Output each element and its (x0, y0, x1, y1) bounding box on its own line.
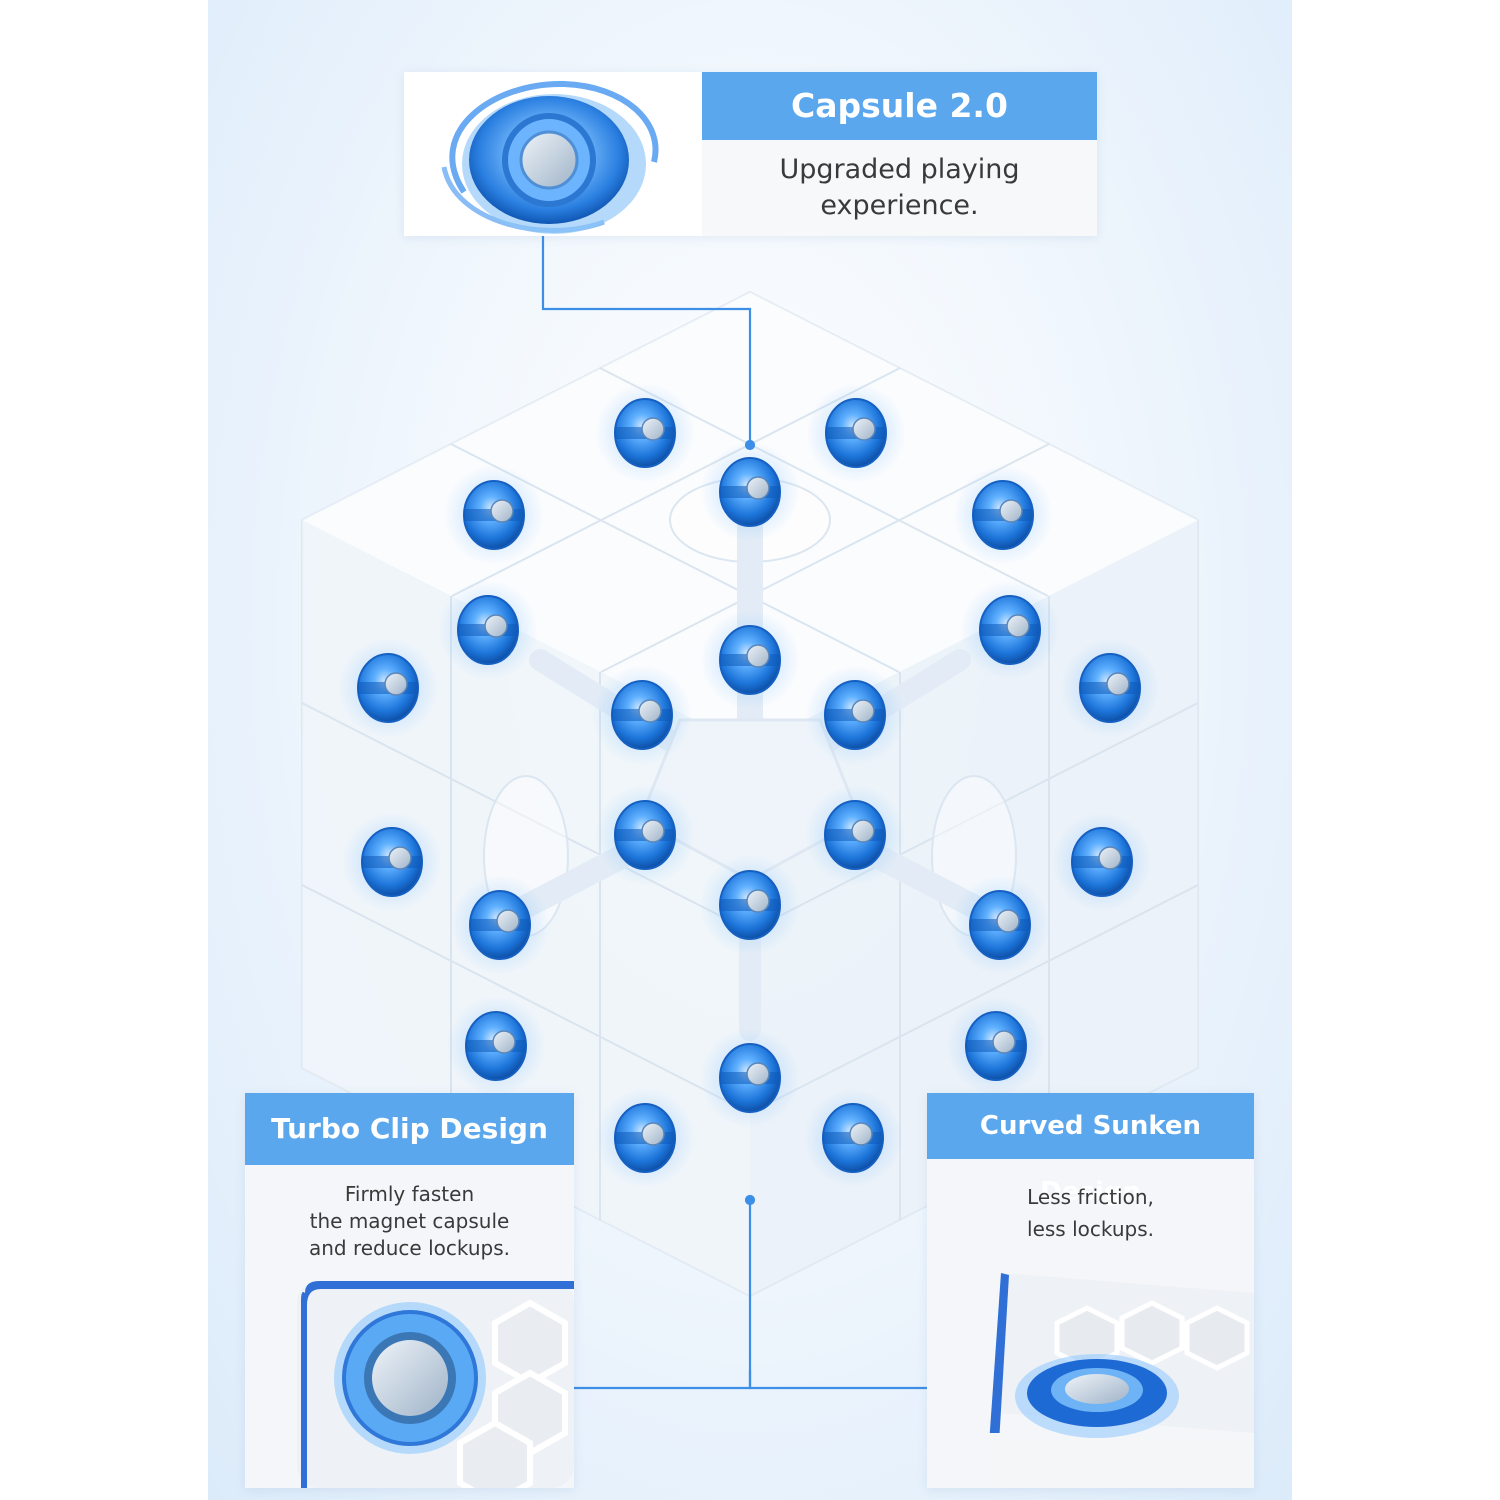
capsule-title: Capsule 2.0 (702, 72, 1097, 140)
magnet-capsule (342, 812, 442, 912)
magnet-capsule (803, 1088, 903, 1188)
curved-sunken-callout: Curved Sunken Design Less friction, less… (927, 1093, 1254, 1488)
magnet-capsule (806, 383, 906, 483)
callout-connectors (541, 232, 927, 1390)
curved-sunken-description: Less friction, less lockups. (1027, 1185, 1154, 1241)
magnet-capsule (595, 1088, 695, 1188)
capsule-icon (441, 80, 659, 234)
turbo-clip-title: Turbo Clip Design (245, 1093, 574, 1165)
magnet-capsule (805, 665, 905, 765)
magnet-capsule (960, 580, 1060, 680)
magnet-capsule (338, 638, 438, 738)
turbo-clip-description: Firmly fasten the magnet capsule and red… (308, 1182, 510, 1260)
magnet-capsule (953, 465, 1053, 565)
capsule-image (404, 72, 702, 236)
curved-sunken-image (987, 1273, 1254, 1488)
magnet-capsule (446, 996, 546, 1096)
magnet-capsule (805, 785, 905, 885)
magnet-capsule (595, 383, 695, 483)
magnet-capsule (700, 610, 800, 710)
magnet-capsule (700, 442, 800, 542)
turbo-clip-image (297, 1281, 574, 1488)
magnet-capsule (700, 855, 800, 955)
capsule-callout: Capsule 2.0 Upgraded playing experience. (404, 72, 1097, 236)
magnet-capsule (1060, 638, 1160, 738)
capsule-description: Upgraded playing experience. (779, 154, 1020, 221)
magnet-capsule (950, 875, 1050, 975)
magnet-capsule (700, 1028, 800, 1128)
magnet-capsule (438, 580, 538, 680)
magnet-capsules (338, 383, 1160, 1188)
magnet-capsule (450, 875, 550, 975)
magnet-capsule (946, 996, 1046, 1096)
magnet-capsule (444, 465, 544, 565)
turbo-clip-callout: Turbo Clip Design Firmly fasten the magn… (245, 1093, 574, 1488)
magnet-capsule (595, 785, 695, 885)
magnet-capsule (592, 665, 692, 765)
curved-sunken-title: Curved Sunken Design (927, 1093, 1254, 1207)
magnet-capsule (1052, 812, 1152, 912)
